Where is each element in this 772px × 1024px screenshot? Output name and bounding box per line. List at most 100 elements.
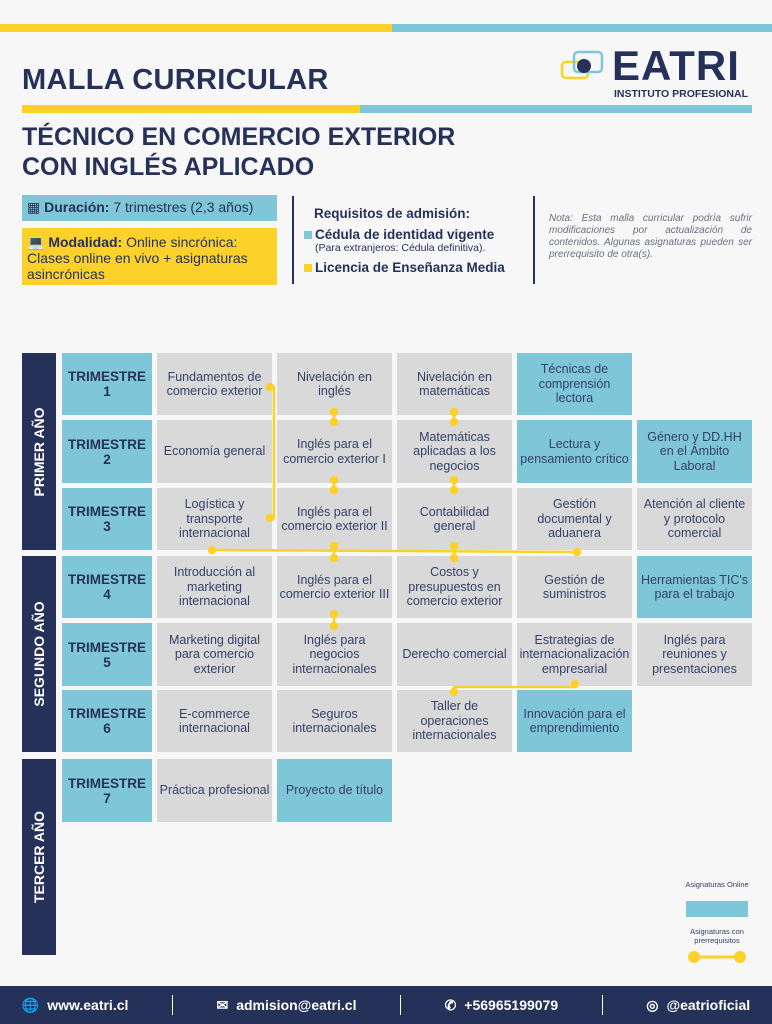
course-cell: Logística y transporte internacional — [157, 488, 272, 550]
course-cell: Proyecto de título — [277, 759, 392, 822]
course-cell: Gestión de suministros — [517, 556, 632, 618]
duration-label: Duración: — [44, 199, 110, 215]
trimester-number: 2 — [103, 451, 111, 467]
footer: 🌐 www.eatri.cl ✉ admision@eatri.cl ✆ +56965… — [0, 986, 772, 1024]
req-license: Licencia de Enseñanza Media — [304, 260, 534, 275]
year-1: PRIMER AÑO — [22, 353, 56, 550]
year-2-label: SEGUNDO AÑO — [31, 601, 47, 707]
course-cell: E-commerce internacional — [157, 690, 272, 752]
website-text: www.eatri.cl — [47, 997, 129, 1013]
legend-online-swatch — [686, 901, 748, 917]
course-cell: Género y DD.HH en el Ámbito Laboral — [637, 420, 752, 483]
divider — [601, 995, 603, 1015]
logo: EATRI INSTITUTO PROFESIONAL — [560, 42, 755, 102]
trimester-number: 5 — [103, 654, 111, 670]
divider — [171, 995, 173, 1015]
course-cell: Lectura y pensamiento crítico — [517, 420, 632, 483]
trimester-number: 4 — [103, 587, 111, 602]
mid-blue-bar — [360, 105, 752, 113]
trimester-label: TRIMESTRE — [67, 504, 146, 519]
requirements: Requisitos de admisión: Cédula de identi… — [304, 206, 534, 275]
logo-subtitle: INSTITUTO PROFESIONAL — [614, 88, 748, 100]
modality-label: Modalidad: — [48, 234, 123, 250]
course-cell: Herramientas TIC's para el trabajo — [637, 556, 752, 618]
mail-icon: ✉ — [216, 996, 229, 1013]
course-cell: Derecho comercial — [397, 623, 512, 686]
year-2: SEGUNDO AÑO — [22, 556, 56, 752]
laptop-icon: 💻 — [27, 234, 45, 250]
legend: Asignaturas Online Asignaturas con prerr… — [682, 880, 752, 967]
trimester-label: TRIMESTRE — [67, 436, 146, 452]
course-cell: Seguros internacionales — [277, 690, 392, 752]
phone-link[interactable]: ✆ +56965199079 — [445, 997, 559, 1014]
trimester-number: 7 — [103, 790, 111, 806]
trimester-number: 3 — [103, 519, 111, 534]
legend-online-label: Asignaturas Online — [685, 880, 749, 889]
course-cell: Matemáticas aplicadas a los negocios — [397, 420, 512, 483]
top-yellow-bar — [0, 24, 392, 32]
phone-text: +56965199079 — [464, 997, 559, 1013]
trimester-label: TRIMESTRE — [67, 706, 146, 721]
course-cell: Economía general — [157, 420, 272, 483]
top-blue-bar — [392, 24, 772, 32]
course-cell: Marketing digital para comercio exterior — [157, 623, 272, 686]
req-id: Cédula de identidad vigente — [304, 227, 534, 242]
trimester-label: TRIMESTRE — [67, 775, 146, 791]
course-cell: Técnicas de comprensión lectora — [517, 353, 632, 415]
course-cell: Nivelación en matemáticas — [397, 353, 512, 415]
note: Nota: Esta malla curricular podría sufri… — [549, 213, 752, 260]
year-3-label: TERCER AÑO — [31, 810, 47, 904]
page-title: MALLA CURRICULAR — [22, 64, 329, 96]
course-cell: Atención al cliente y protocolo comercia… — [637, 488, 752, 550]
instagram-link[interactable]: ◎@eatrioficial — [646, 997, 750, 1014]
req-license-text: Licencia de Enseñanza Media — [315, 260, 505, 275]
modality-box: 💻 Modalidad: Online sincrónica: Clases o… — [22, 228, 277, 285]
mid-yellow-bar — [22, 105, 360, 113]
trimester-number: 6 — [103, 721, 111, 736]
course-cell: Práctica profesional — [157, 759, 272, 822]
requirements-title: Requisitos de admisión: — [314, 206, 471, 221]
year-3: TERCER AÑO — [22, 759, 56, 955]
course-cell: Taller de operaciones internacionales — [397, 690, 512, 752]
modality-value: Online sincrónica: Clases online en vivo… — [27, 234, 248, 282]
whatsapp-icon: ✆ — [444, 996, 457, 1013]
website-link[interactable]: 🌐 www.eatri.cl — [22, 997, 129, 1014]
calendar-icon: ▦ — [27, 199, 41, 215]
instagram-icon: ◎ — [646, 996, 659, 1013]
course-cell: Innovación para el emprendimiento — [517, 690, 632, 752]
course-cell: Contabilidad general — [397, 488, 512, 550]
chat-globe-icon — [560, 50, 604, 80]
trimester-label: TRIMESTRE — [67, 639, 146, 655]
legend-prereq-label: Asignaturas con prerrequisitos — [690, 927, 744, 945]
trimester-label: TRIMESTRE — [67, 572, 146, 587]
course-cell: Inglés para negocios internacionales — [277, 623, 392, 686]
course-cell: Inglés para el comercio exterior II — [277, 488, 392, 550]
duration-value: 7 trimestres (2,3 años) — [113, 199, 254, 215]
course-cell: Inglés para reuniones y presentaciones — [637, 623, 752, 686]
program-line-1: TÉCNICO EN COMERCIO EXTERIOR — [22, 123, 456, 151]
email-text: admision@eatri.cl — [236, 997, 357, 1013]
logo-name: EATRI — [612, 42, 740, 89]
course-cell: Inglés para el comercio exterior I — [277, 420, 392, 483]
course-cell: Nivelación en inglés — [277, 353, 392, 415]
req-id-text: Cédula de identidad vigente — [315, 227, 495, 242]
trimester-label: TRIMESTRE — [67, 369, 146, 384]
divider — [292, 196, 294, 284]
course-cell: Gestión documental y aduanera — [517, 488, 632, 550]
legend-prereq-line — [688, 951, 746, 963]
course-cell: Estrategias de internacionalización empr… — [517, 623, 632, 686]
course-cell: Inglés para el comercio exterior III — [277, 556, 392, 618]
globe-icon: 🌐 — [21, 996, 40, 1013]
req-id-note: (Para extranjeros: Cédula definitiva). — [315, 242, 486, 254]
course-cell: Fundamentos de comercio exterior — [157, 353, 272, 415]
email-link[interactable]: ✉ admision@eatri.cl — [216, 997, 356, 1014]
course-cell: Costos y presupuestos en comercio exteri… — [397, 556, 512, 618]
